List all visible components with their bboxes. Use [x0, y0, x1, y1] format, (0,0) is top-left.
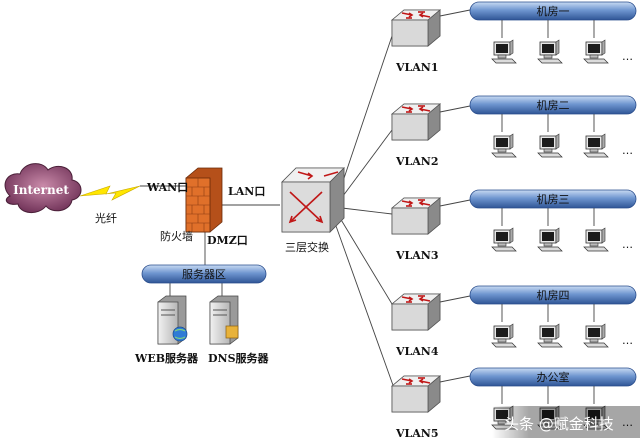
vlan-label: VLAN1 [395, 61, 439, 74]
lan-port-label: LAN口 [228, 185, 265, 198]
folder-icon [225, 325, 239, 339]
vlan-label: VLAN3 [395, 249, 439, 262]
fiber-label: 光纤 [95, 211, 117, 225]
lightning-icon [79, 185, 141, 201]
dmz-port-label: DMZ口 [207, 234, 248, 247]
room-bus [469, 367, 637, 387]
internet-label: Internet [13, 183, 69, 197]
web-server-label: WEB服务器 [134, 351, 199, 365]
vlan-switch-icon [391, 103, 441, 141]
firewall-label: 防火墙 [160, 229, 193, 243]
fiber-link: 光纤 [79, 185, 186, 225]
vlan-row: VLAN3 机房三 … [391, 189, 637, 262]
pc-icon [583, 227, 609, 252]
link-core-vlan1 [337, 35, 393, 197]
server-zone-label: 服务器区 [182, 268, 226, 281]
watermark: 头条 @赋金科技 [492, 406, 640, 438]
pc-icon [583, 133, 609, 158]
vlan-row: VLAN2 机房二 … [391, 95, 637, 168]
vlan-label: VLAN4 [395, 345, 439, 358]
server-zone: 服务器区 WEB服务器 DNS服务器 [134, 264, 270, 365]
pc-icon [491, 227, 517, 252]
pc-icon [537, 227, 563, 252]
server-zone-bus [141, 264, 267, 284]
watermark-text: 头条 @赋金科技 [504, 415, 614, 433]
vlan-switch-icon [391, 197, 441, 235]
link-core-vlan2 [339, 129, 393, 201]
vlan-row: VLAN1 机房一 … [391, 1, 637, 74]
dns-server-label: DNS服务器 [208, 351, 270, 365]
pc-icon [491, 323, 517, 348]
room-bus [469, 95, 637, 115]
pc-icon [491, 39, 517, 64]
link-vlan1-bus [439, 9, 471, 17]
firewall: WAN口 LAN口 防火墙 DMZ口 [146, 167, 265, 247]
link-vlan5-bus [439, 375, 471, 383]
pc-icon [583, 39, 609, 64]
room-label: 机房四 [537, 288, 570, 302]
core-switch-label: 三层交换 [285, 240, 329, 254]
more-pcs-ellipsis: … [622, 50, 633, 63]
link-vlan4-bus [439, 295, 471, 303]
core-switch: 三层交换 [281, 167, 345, 254]
web-server: WEB服务器 [134, 295, 199, 365]
server-icon [209, 301, 231, 345]
pc-icon [583, 323, 609, 348]
link-core-vlan4 [339, 217, 393, 305]
vlan-row: VLAN4 机房四 … [391, 285, 637, 358]
pc-icon [537, 39, 563, 64]
room-label: 机房三 [537, 192, 570, 206]
vlan-label: VLAN5 [395, 427, 439, 440]
more-pcs-ellipsis: … [622, 334, 633, 347]
link-vlan3-bus [439, 199, 471, 207]
room-bus [469, 1, 637, 21]
room-bus [469, 189, 637, 209]
internet-cloud: Internet [4, 163, 82, 213]
more-pcs-ellipsis: … [622, 144, 633, 157]
dns-server: DNS服务器 [208, 295, 270, 365]
vlan-label: VLAN2 [395, 155, 439, 168]
link-core-vlan5 [335, 225, 395, 389]
vlan-switch-icon [391, 293, 441, 331]
wan-port-label: WAN口 [146, 181, 188, 194]
room-label: 办公室 [537, 370, 570, 384]
room-label: 机房二 [537, 98, 570, 112]
link-core-vlan3 [341, 207, 393, 215]
pc-icon [537, 133, 563, 158]
room-bus [469, 285, 637, 305]
pc-icon [491, 133, 517, 158]
vlan-row: VLAN5办公室… [391, 367, 637, 440]
vlan-rows: VLAN1机房一…VLAN2机房二…VLAN3机房三…VLAN4机房四…VLAN… [391, 1, 637, 440]
room-label: 机房一 [537, 4, 570, 18]
vlan-switch-icon [391, 9, 441, 47]
pc-icon [537, 323, 563, 348]
more-pcs-ellipsis: … [622, 238, 633, 251]
link-vlan2-bus [439, 105, 471, 113]
vlan-switch-icon [391, 375, 441, 413]
